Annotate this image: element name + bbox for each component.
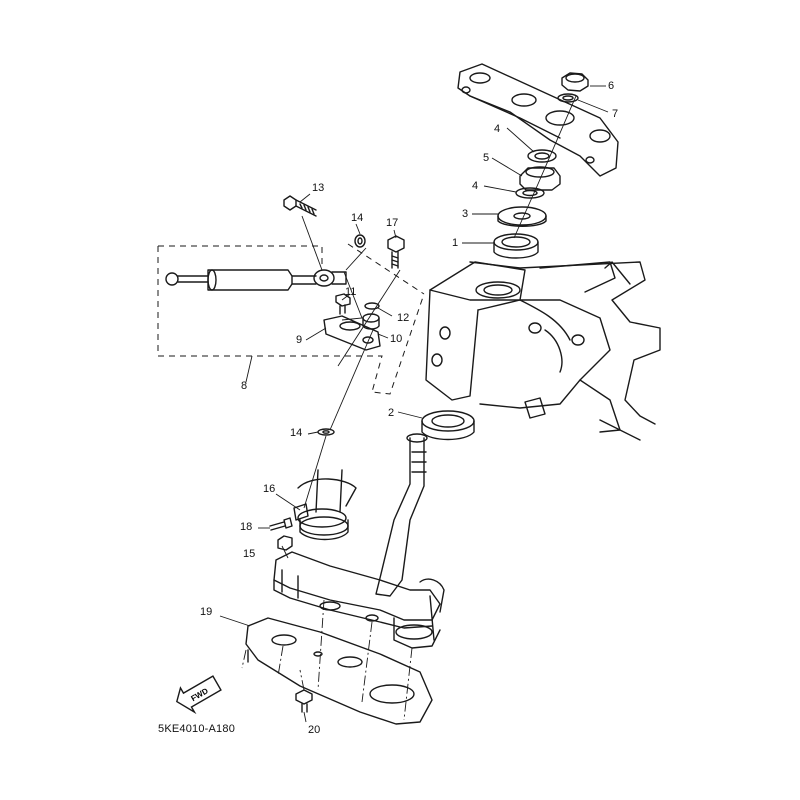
washer-part-7 (557, 93, 579, 103)
callout-9: 9 (296, 334, 303, 346)
bracket-part-9 (323, 315, 381, 351)
lower-bracket (273, 469, 445, 649)
washer-part-14-lower (317, 428, 335, 436)
callout-6: 6 (608, 80, 615, 92)
bearing-part-2 (421, 410, 475, 441)
callout-12: 12 (397, 312, 410, 324)
callout-10: 10 (390, 333, 403, 345)
callout-5: 5 (483, 152, 490, 164)
callout-20: 20 (308, 724, 321, 736)
callout-11: 11 (345, 286, 357, 298)
bearing-part-1 (493, 233, 539, 259)
callout-15: 15 (243, 548, 256, 560)
nut-part-6 (561, 72, 589, 92)
bolt-part-13 (283, 195, 317, 217)
upper-bracket (457, 63, 619, 177)
nut-part-15 (277, 535, 293, 551)
alignment-lines (301, 95, 577, 509)
callout-2: 2 (388, 407, 395, 419)
diagram-part-code: 5KE4010-A180 (158, 723, 236, 735)
callout-17: 17 (386, 217, 399, 229)
dash-dot-centerlines (241, 599, 413, 721)
steering-stem (375, 433, 428, 597)
bolt-part-17 (387, 235, 405, 269)
leader-lines (219, 85, 609, 723)
collar-part-10 (362, 313, 380, 330)
steering-damper-part-8 (165, 269, 347, 291)
screw-part-18 (269, 517, 293, 531)
callout-7: 7 (612, 108, 619, 120)
washer-part-14-upper (354, 234, 366, 248)
callout-16: 16 (263, 483, 276, 495)
callout-19: 19 (200, 606, 213, 618)
washer-part-4-lower (515, 187, 545, 199)
frame-steering-head (425, 261, 661, 441)
fwd-arrow-icon: FWD (176, 675, 222, 715)
callout-13: 13 (312, 182, 325, 194)
fwd-label: FWD (189, 686, 209, 703)
callout-8: 8 (241, 380, 248, 392)
bolt-part-11 (335, 293, 351, 315)
clamp-part-16 (293, 503, 347, 528)
callout-1: 1 (452, 237, 459, 249)
assembly-boundary-8 (157, 243, 425, 395)
callout-18: 18 (240, 521, 253, 533)
ring-nut-part-5 (519, 166, 561, 191)
washer-part-4-upper (527, 149, 557, 163)
lower-plate-part-19 (245, 617, 433, 725)
callout-3: 3 (462, 208, 469, 220)
callout-4-upper: 4 (494, 123, 501, 135)
bolt-part-20 (295, 689, 313, 713)
o-ring-part-12 (364, 302, 380, 310)
callout-14-lower: 14 (290, 427, 303, 439)
callout-4-lower: 4 (472, 180, 479, 192)
callout-14-upper: 14 (351, 212, 364, 224)
cover-part-3 (497, 206, 547, 227)
